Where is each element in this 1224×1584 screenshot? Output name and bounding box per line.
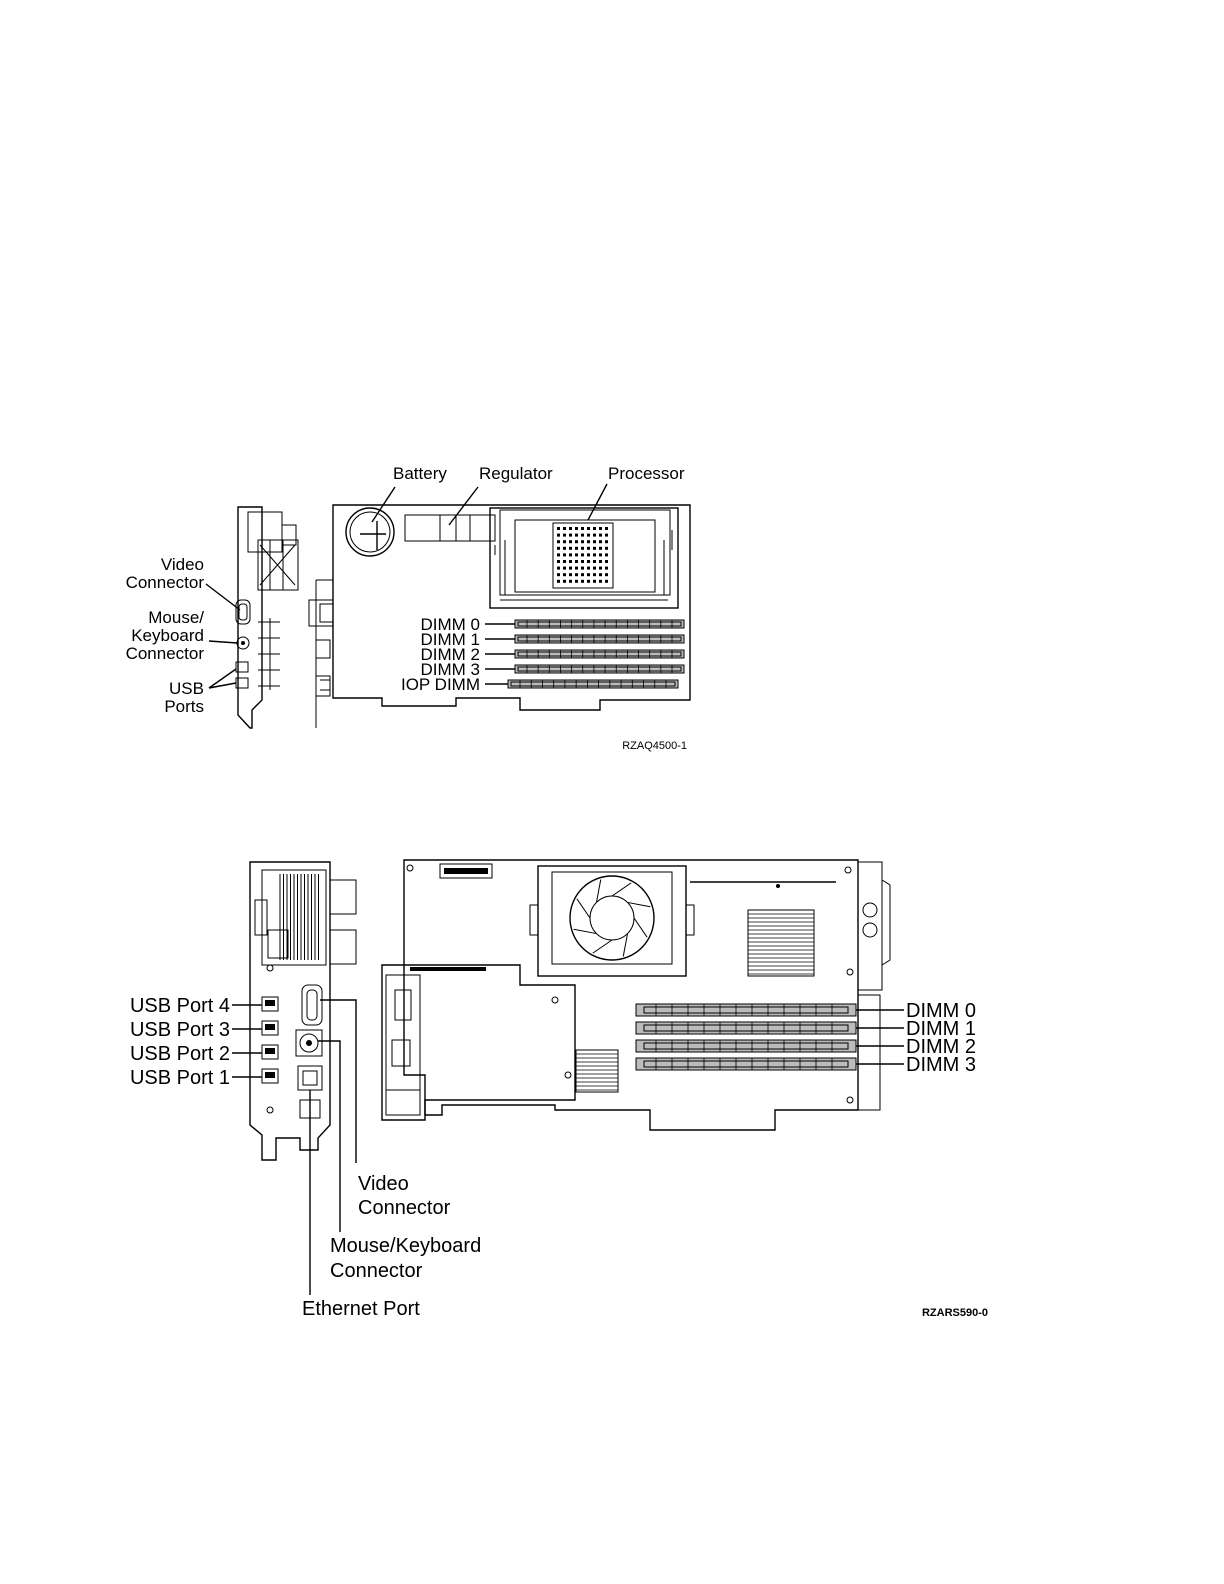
video-connector-label-line1: Video bbox=[161, 555, 204, 574]
usb-port-icons bbox=[262, 997, 278, 1083]
dimm2-slot-2 bbox=[636, 1040, 856, 1052]
system-board-1 bbox=[309, 505, 690, 728]
battery-label: Battery bbox=[393, 464, 447, 483]
video-connector-label-line2: Connector bbox=[126, 573, 205, 592]
ethernet-port-label: Ethernet Port bbox=[302, 1298, 420, 1320]
usb-port-label-4: USB Port 4 bbox=[130, 995, 230, 1017]
video-connector-label-2-line1: Video bbox=[358, 1173, 409, 1195]
dimm-slot-4 bbox=[485, 680, 678, 688]
chipset-icon bbox=[748, 910, 814, 976]
dimm2-slot-0 bbox=[636, 1004, 856, 1016]
mouse-keyboard-label-2-line2: Connector bbox=[330, 1260, 423, 1282]
dimm2-slot-3 bbox=[636, 1058, 856, 1070]
dimm-label-4: IOP DIMM bbox=[401, 675, 480, 694]
system-board-2 bbox=[382, 860, 890, 1130]
usb-port-label-2: USB Port 2 bbox=[130, 1043, 230, 1065]
dimm-slot-1 bbox=[485, 635, 684, 643]
video-connector-icon bbox=[302, 985, 322, 1025]
dimm2-label-3: DIMM 3 bbox=[906, 1054, 976, 1076]
usb-ports-label-line2: Ports bbox=[164, 697, 204, 716]
processor-icon bbox=[490, 508, 678, 608]
daughter-card bbox=[382, 965, 618, 1120]
mouse-keyboard-label-line1: Mouse/ bbox=[148, 608, 204, 627]
dimm2-slot-1 bbox=[636, 1022, 856, 1034]
dimm-slot-3 bbox=[485, 665, 684, 673]
mouse-keyboard-label-2-line1: Mouse/Keyboard bbox=[330, 1235, 481, 1257]
usb-ports-label-line1: USB bbox=[169, 679, 204, 698]
dimm-slots-2 bbox=[636, 1004, 856, 1070]
dimm-slots-1 bbox=[485, 620, 684, 688]
figure-id-2: RZARS590-0 bbox=[922, 1307, 988, 1319]
ethernet-port-icon bbox=[298, 1066, 322, 1090]
usb-port-label-3: USB Port 3 bbox=[130, 1019, 230, 1041]
bracket-side-view-1 bbox=[236, 507, 298, 728]
figure-id-1: RZAQ4500-1 bbox=[622, 740, 687, 752]
dimm-slot-0 bbox=[485, 620, 684, 628]
video-connector-label-2-line2: Connector bbox=[358, 1197, 451, 1219]
dimm-slot-2 bbox=[485, 650, 684, 658]
processor-fan-icon bbox=[530, 866, 694, 976]
mouse-keyboard-label-line2: Keyboard bbox=[131, 626, 204, 645]
regulator-label: Regulator bbox=[479, 464, 553, 483]
processor-label: Processor bbox=[608, 464, 685, 483]
regulator-icon bbox=[405, 515, 495, 541]
diagram-1: Battery Regulator Processor Video Connec… bbox=[126, 464, 690, 752]
usb-port-label-1: USB Port 1 bbox=[130, 1067, 230, 1089]
mouse-keyboard-label-line3: Connector bbox=[126, 644, 205, 663]
battery-icon bbox=[346, 508, 394, 556]
